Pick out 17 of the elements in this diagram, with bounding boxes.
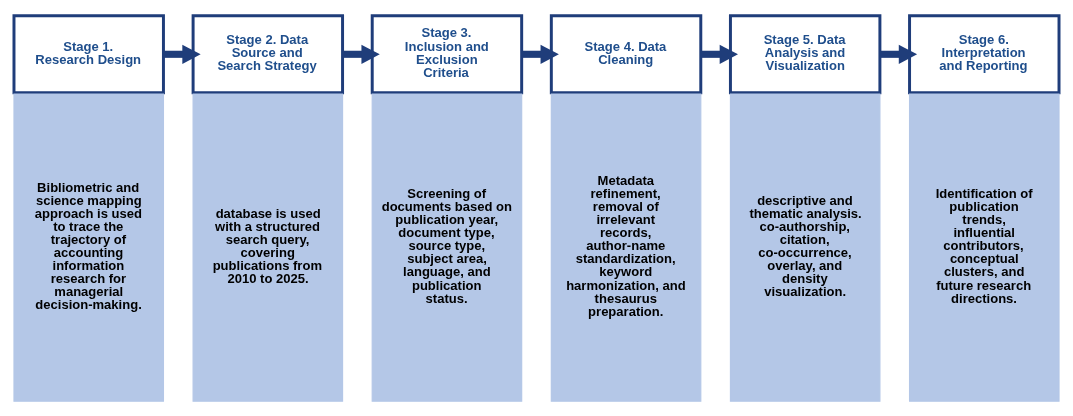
node-box: Bibliometric and science mapping approach is used to trace the trajectory of accounting information research for managerial decision-making.	[13, 92, 165, 402]
node-box: Stage 2. Data Source and Search Strategy	[191, 13, 345, 94]
node-box: Stage 6. Interpretation and Reporting	[908, 13, 1061, 94]
arrow	[342, 44, 380, 64]
node-box: Stage 4. Data Cleaning	[549, 13, 703, 94]
arrow	[163, 44, 201, 64]
node-box: Metadata refinement, removal of irrelevant records, author-name standardization, keyword harmonization, and thesaurus preparation.	[550, 92, 702, 402]
node-box: Identification of publication trends, influential contributors, conceptual clusters, and future research directions.	[908, 92, 1060, 402]
node-box: database is used with a structured search query, covering publications from 2010 to 2025.	[192, 92, 344, 402]
node-box: Stage 3. Inclusion and Exclusion Criteria	[370, 13, 524, 94]
node-box: Stage 1. Research Design	[12, 13, 165, 94]
arrow	[880, 44, 918, 64]
node-box: descriptive and thematic analysis. co-authorship, citation, co-occurrence, overlay, and density visualization.	[729, 92, 881, 402]
node-box: Screening of documents based on publication year, document type, source type, subject area, language, and publication status.	[371, 92, 523, 402]
arrow	[701, 44, 738, 64]
arrow	[522, 44, 559, 64]
node-box: Stage 5. Data Analysis and Visualization	[728, 13, 882, 94]
